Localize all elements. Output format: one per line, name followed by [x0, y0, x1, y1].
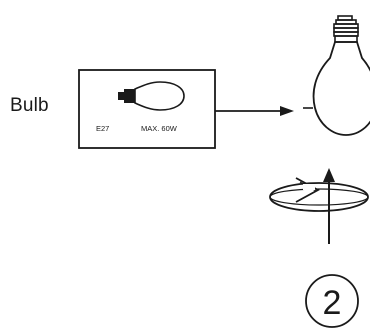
- small-bulb-icon: [118, 81, 185, 111]
- right-arrow: [215, 106, 294, 116]
- spec-box-frame: [78, 69, 216, 149]
- up-arrow: [323, 168, 335, 244]
- bulb-spec-box: E27 MAX. 60W: [78, 69, 216, 149]
- step-number: 2: [323, 284, 342, 322]
- bulb-max-wattage: MAX. 60W: [141, 124, 178, 133]
- step-number-badge: 2: [305, 274, 359, 328]
- rotate-clockwise-icon: [269, 177, 369, 212]
- bulb-label: Bulb: [10, 95, 49, 116]
- large-bulb-icon: [303, 15, 370, 136]
- bulb-base-type: E27: [96, 124, 109, 133]
